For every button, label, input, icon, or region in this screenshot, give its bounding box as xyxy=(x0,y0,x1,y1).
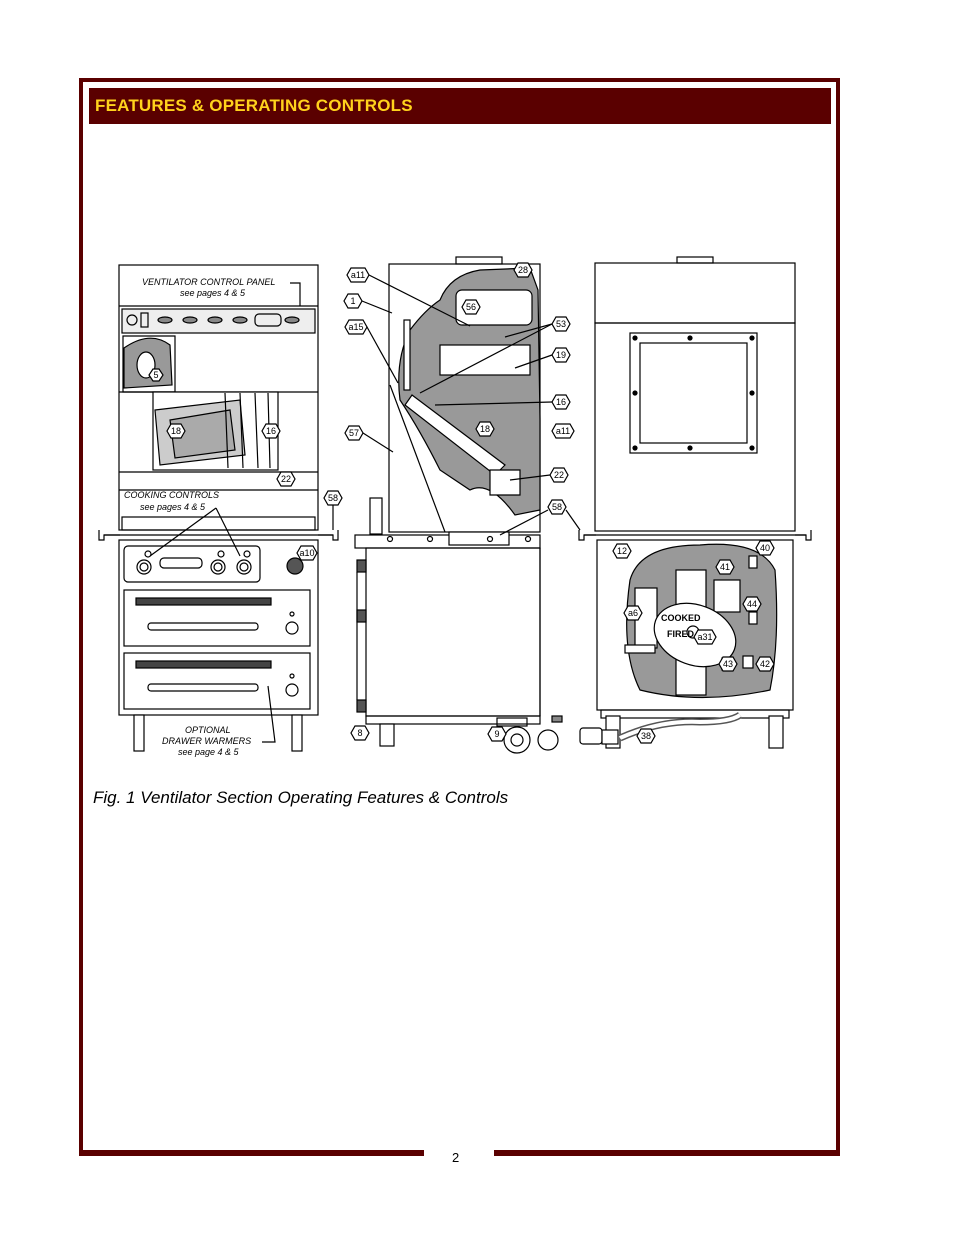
label-cooked: COOKED xyxy=(661,613,701,623)
label-drawer-warmers-2: DRAWER WARMERS xyxy=(162,736,251,746)
part-tag-18-mid: 18 xyxy=(475,421,495,437)
svg-text:38: 38 xyxy=(641,731,651,741)
part-tag-41: 41 xyxy=(715,559,735,575)
leader-cooking-2 xyxy=(215,507,241,557)
leader-drawer-warmers xyxy=(262,685,276,743)
leader-ventilator-panel xyxy=(290,282,301,306)
part-tag-a10: a10 xyxy=(296,545,318,561)
part-tag-16-mid: 16 xyxy=(434,394,571,410)
page-border-bottom-left xyxy=(79,1150,424,1156)
section-header: FEATURES & OPERATING CONTROLS xyxy=(89,88,831,124)
figure-caption: Fig. 1 Ventilator Section Operating Feat… xyxy=(93,788,509,807)
svg-text:a31: a31 xyxy=(697,632,712,642)
part-tag-43: 43 xyxy=(718,656,738,672)
svg-text:18: 18 xyxy=(171,426,181,436)
part-tag-22-mid: 22 xyxy=(509,467,569,483)
svg-text:28: 28 xyxy=(518,265,528,275)
part-tag-40: 40 xyxy=(755,540,775,556)
svg-text:9: 9 xyxy=(494,729,499,739)
page-number: 2 xyxy=(452,1150,460,1165)
label-fired: FIRED xyxy=(667,629,695,639)
svg-text:16: 16 xyxy=(556,397,566,407)
svg-text:1: 1 xyxy=(350,296,355,306)
part-tag-12: 12 xyxy=(612,543,632,559)
part-tag-58-left: 58 xyxy=(323,490,343,530)
label-ventilator-panel: VENTILATOR CONTROL PANEL xyxy=(142,277,275,287)
label-drawer-warmers-ref: see page 4 & 5 xyxy=(178,747,240,757)
part-tag-a11-mid: a11 xyxy=(551,423,575,439)
part-tag-18: 18 xyxy=(166,423,186,439)
svg-text:8: 8 xyxy=(357,728,362,738)
svg-text:a15: a15 xyxy=(348,322,363,332)
svg-text:19: 19 xyxy=(556,350,566,360)
svg-text:5: 5 xyxy=(153,370,158,380)
svg-text:a10: a10 xyxy=(299,548,314,558)
part-tag-a15: a15 xyxy=(344,319,399,384)
svg-text:18: 18 xyxy=(480,424,490,434)
part-tag-8: 8 xyxy=(350,725,370,741)
part-tag-42: 42 xyxy=(755,656,775,672)
front-view xyxy=(98,264,339,752)
svg-text:a11: a11 xyxy=(556,426,570,436)
svg-text:a11: a11 xyxy=(351,270,365,280)
svg-text:22: 22 xyxy=(281,474,291,484)
svg-text:22: 22 xyxy=(554,470,564,480)
svg-text:a6: a6 xyxy=(628,608,638,618)
part-tag-19: 19 xyxy=(514,347,571,369)
svg-text:41: 41 xyxy=(720,562,730,572)
label-drawer-warmers-1: OPTIONAL xyxy=(185,725,231,735)
part-tag-22: 22 xyxy=(276,471,296,487)
svg-text:58: 58 xyxy=(552,502,562,512)
page-border-bottom-right xyxy=(494,1150,840,1156)
part-tag-44: 44 xyxy=(742,596,762,612)
part-tag-58-mid: 58 xyxy=(499,499,581,536)
part-tag-38: 38 xyxy=(636,728,656,744)
part-tag-a31: a31 xyxy=(693,629,717,645)
svg-text:42: 42 xyxy=(760,659,770,669)
part-tag-5: 5 xyxy=(148,368,164,382)
side-view xyxy=(354,256,563,754)
part-tag-53: 53 xyxy=(419,316,571,394)
svg-text:12: 12 xyxy=(617,546,627,556)
svg-text:16: 16 xyxy=(266,426,276,436)
part-tag-56: 56 xyxy=(461,299,481,315)
back-view xyxy=(578,256,812,749)
svg-text:57: 57 xyxy=(349,428,359,438)
part-tag-9: 9 xyxy=(487,726,507,742)
label-cooking-controls-ref: see pages 4 & 5 xyxy=(140,502,206,512)
part-tag-57: 57 xyxy=(344,425,394,453)
svg-text:53: 53 xyxy=(556,319,566,329)
svg-text:56: 56 xyxy=(466,302,476,312)
part-tag-a11-top: a11 xyxy=(346,267,471,327)
leader-cooking-1 xyxy=(149,507,217,557)
page-border xyxy=(79,78,840,1154)
svg-text:43: 43 xyxy=(723,659,733,669)
part-tag-28: 28 xyxy=(513,262,533,278)
part-tag-16: 16 xyxy=(261,423,281,439)
section-title: FEATURES & OPERATING CONTROLS xyxy=(95,96,413,115)
part-tag-a6: a6 xyxy=(623,605,643,621)
svg-text:40: 40 xyxy=(760,543,770,553)
label-ventilator-panel-ref: see pages 4 & 5 xyxy=(180,288,246,298)
label-cooking-controls: COOKING CONTROLS xyxy=(124,490,219,500)
part-tag-1: 1 xyxy=(343,293,393,314)
svg-text:44: 44 xyxy=(747,599,757,609)
svg-text:58: 58 xyxy=(328,493,338,503)
